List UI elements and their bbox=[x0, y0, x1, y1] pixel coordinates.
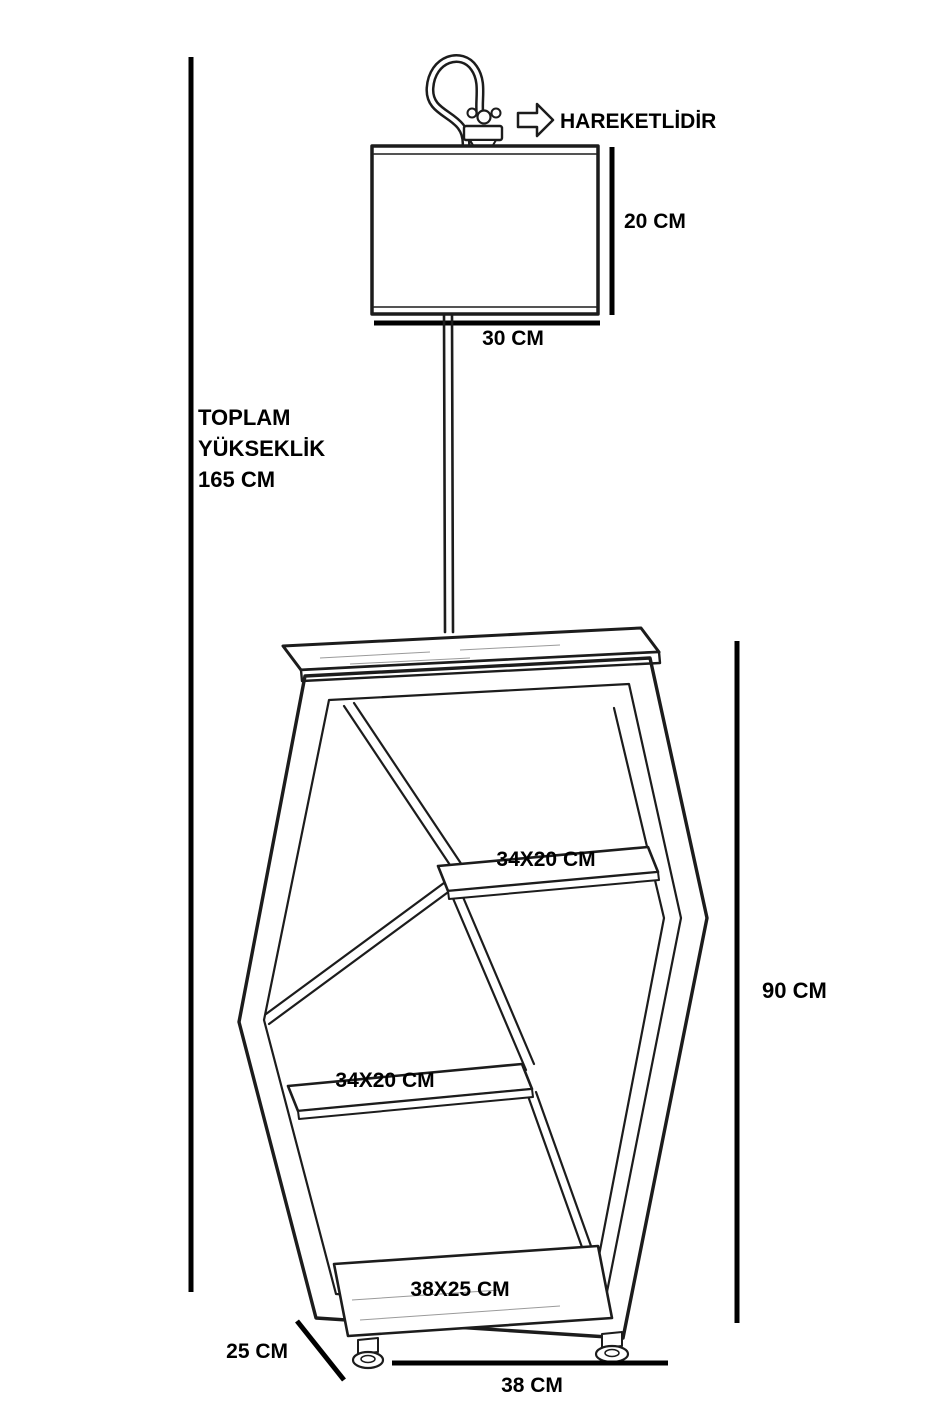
shelf-middle bbox=[286, 1062, 534, 1120]
lamp-gooseneck bbox=[425, 54, 485, 151]
shelf-top-size-label: 34X20 CM bbox=[496, 848, 595, 871]
shade-height-label: 20 CM bbox=[624, 210, 686, 233]
shelf-middle-size-label: 34X20 CM bbox=[335, 1069, 434, 1092]
right-foot bbox=[594, 1331, 630, 1364]
swivel-joint bbox=[462, 107, 504, 148]
shade-width-label: 30 CM bbox=[482, 327, 544, 350]
total-height-label-line1: TOPLAM bbox=[198, 405, 290, 430]
shelf-bottom bbox=[332, 1244, 614, 1338]
base-depth-label: 25 CM bbox=[226, 1340, 288, 1363]
lamp-shade bbox=[370, 144, 600, 316]
left-foot bbox=[351, 1337, 385, 1370]
hexagon-frame bbox=[237, 656, 709, 1340]
total-height-label-line2: YÜKSEKLİK bbox=[198, 436, 325, 461]
shelf-bottom-size-label: 38X25 CM bbox=[410, 1278, 509, 1301]
lamp-pole bbox=[442, 312, 455, 634]
base-width-label: 38 CM bbox=[501, 1374, 563, 1397]
movable-arrow-icon bbox=[516, 102, 555, 138]
total-height-label-line3: 165 CM bbox=[198, 467, 275, 492]
shelf-top bbox=[436, 845, 660, 900]
base-depth-dimension-line bbox=[295, 1319, 346, 1382]
unit-height-label: 90 CM bbox=[762, 978, 827, 1003]
movable-label: HAREKETLİDİR bbox=[560, 110, 716, 133]
